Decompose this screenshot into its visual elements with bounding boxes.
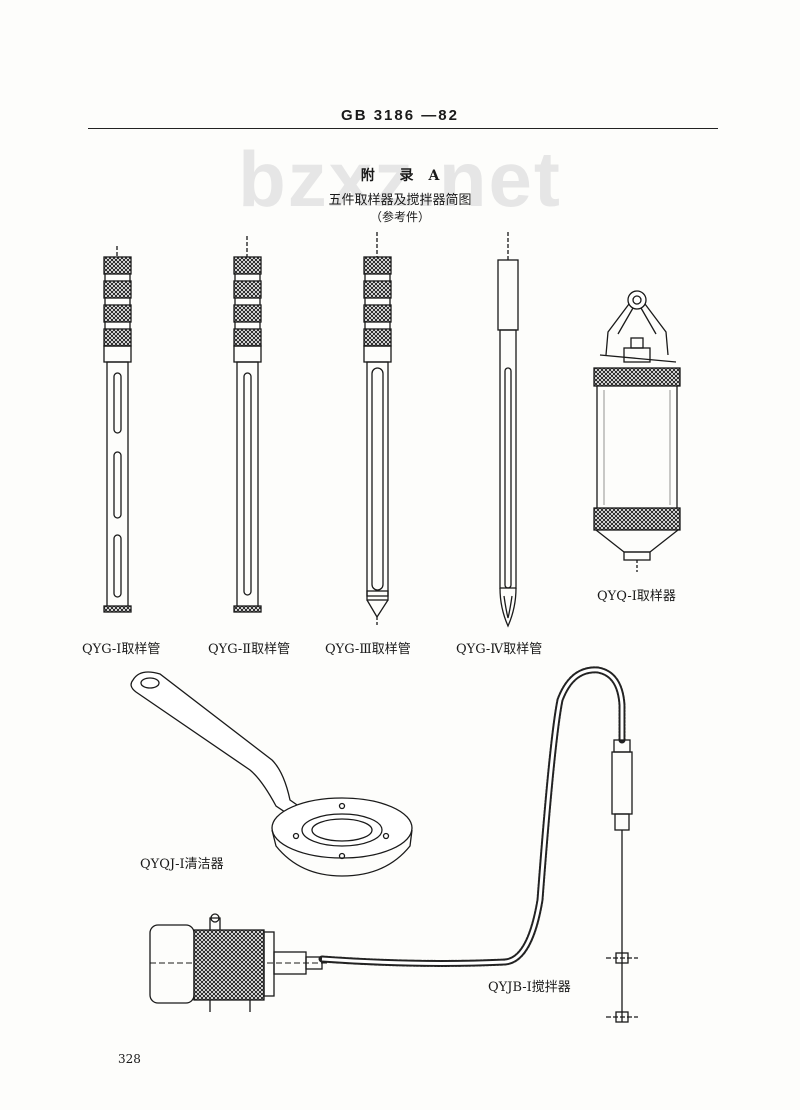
caption-stirrer: QYJB-Ⅰ搅拌器 <box>488 980 571 995</box>
appendix-label: 附 录 <box>360 168 424 184</box>
caption-sampling-tube-2: QYG-Ⅱ取样管 <box>208 642 291 657</box>
sampling-tube-1-drawing <box>103 246 132 613</box>
sampling-tube-4-drawing <box>497 232 519 628</box>
sampler-drawing <box>593 290 681 572</box>
appendix-heading: 附 录 A <box>0 165 800 185</box>
watermark: bzxz.net <box>238 135 562 223</box>
stirrer-drawing <box>149 666 638 1023</box>
caption-sampling-tube-3: QYG-Ⅲ取样管 <box>325 642 411 657</box>
caption-sampling-tube-4: QYG-Ⅳ取样管 <box>456 642 543 657</box>
cleaner-drawing <box>130 671 413 877</box>
sampling-tube-2-drawing <box>233 236 262 613</box>
caption-sampler: QYQ-Ⅰ取样器 <box>597 589 676 604</box>
caption-sampling-tube-1: QYG-Ⅰ取样管 <box>82 642 161 657</box>
caption-cleaner: QYQJ-Ⅰ清洁器 <box>140 857 224 872</box>
standard-number: GB 3186 —82 <box>341 107 459 124</box>
header-rule <box>88 128 718 129</box>
appendix-letter: A <box>428 168 440 184</box>
figure-subtitle: （参考件） <box>369 210 430 224</box>
page-number: 328 <box>118 1052 141 1066</box>
sampling-tube-3-drawing <box>363 232 392 626</box>
figure-title: 五件取样器及搅拌器简图 <box>328 193 472 208</box>
